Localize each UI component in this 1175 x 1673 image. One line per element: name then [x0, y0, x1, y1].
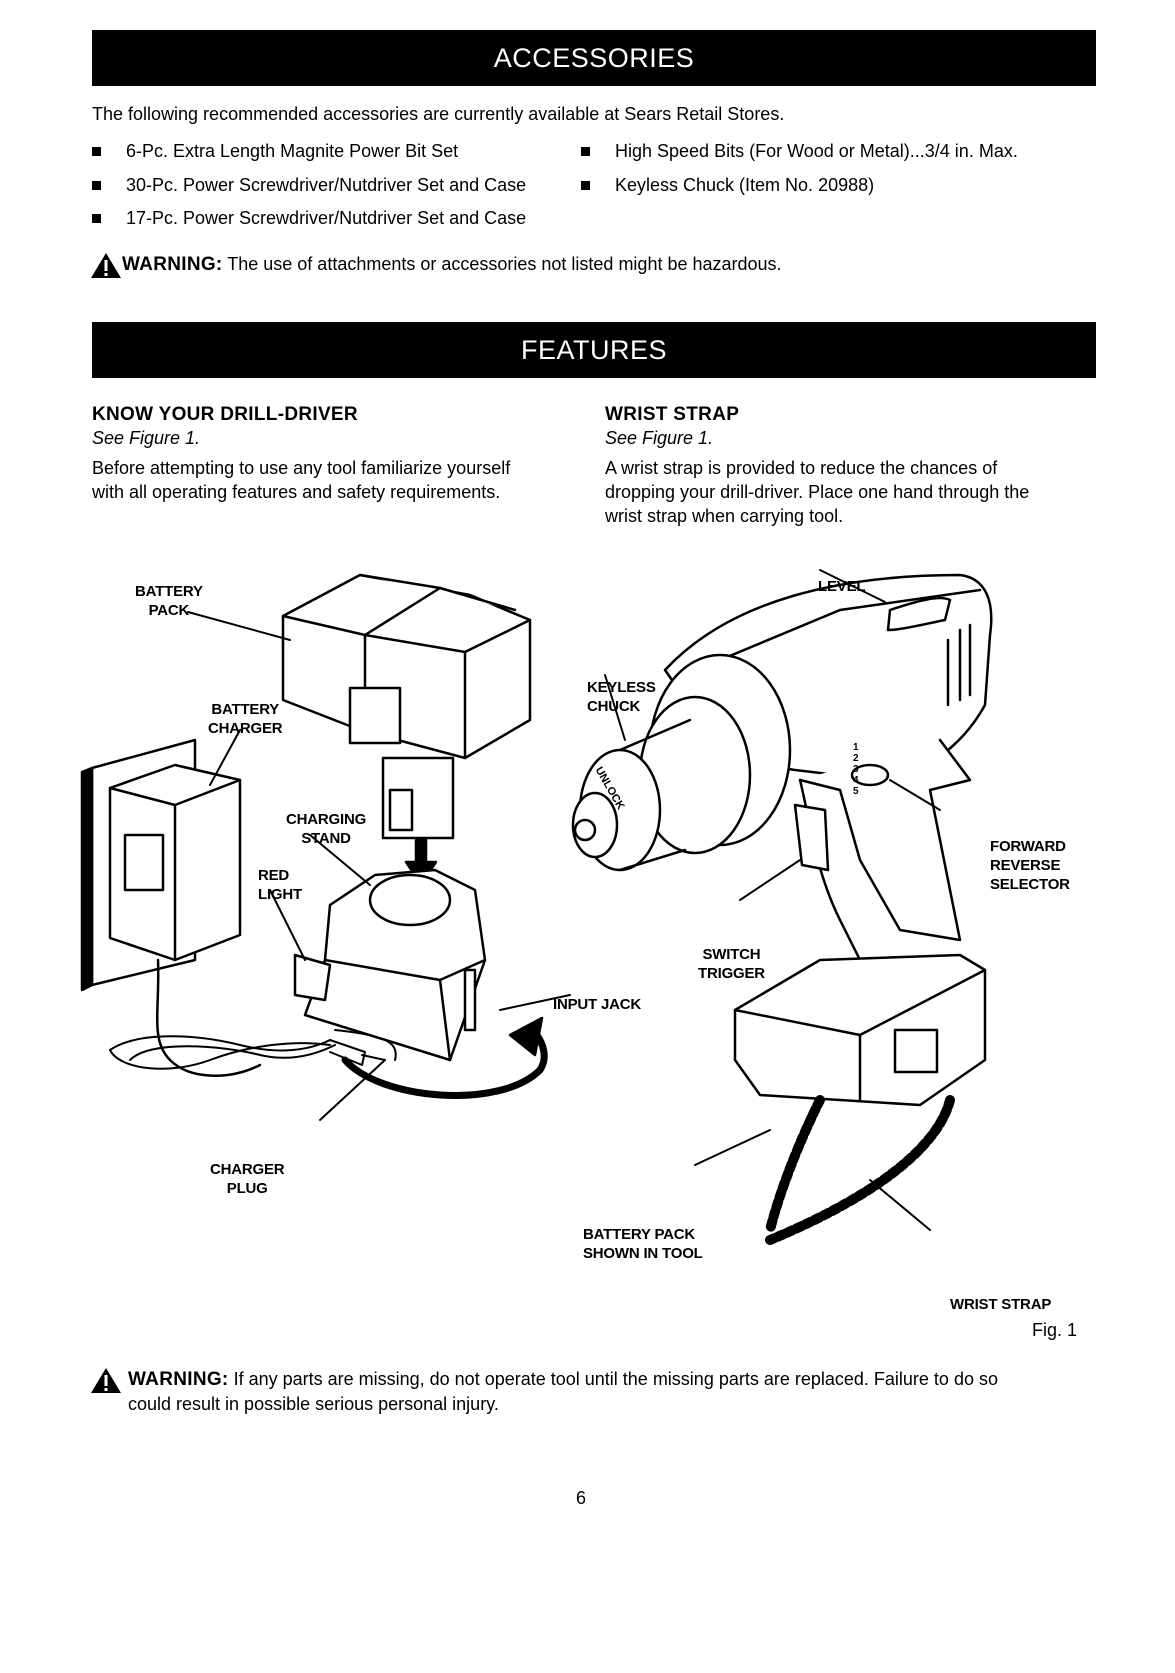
label-input-jack: INPUT JACK: [553, 996, 642, 1013]
label-charger-plug: CHARGER PLUG: [210, 1161, 285, 1197]
warning-label: WARNING:: [128, 1369, 229, 1390]
callout-leader-lines: [187, 569, 941, 1231]
know-drill-text-line: with all operating features and safety r…: [92, 482, 501, 502]
accessory-item: Keyless Chuck (Item No. 20988): [581, 175, 874, 196]
warning-text: The use of attachments or accessories no…: [227, 254, 782, 274]
know-drill-figure-ref: See Figure 1.: [92, 428, 201, 448]
charger-cord-illustration: [109, 1029, 397, 1070]
accessories-title: ACCESSORIES: [493, 42, 695, 73]
battery-pack-illustration: [281, 573, 532, 840]
label-red-light: RED LIGHT: [258, 867, 302, 903]
accessory-item: High Speed Bits (For Wood or Metal)...3/…: [581, 141, 1018, 162]
label-wrist-strap: WRIST STRAP: [950, 1296, 1052, 1313]
wrist-strap-text-line: A wrist strap is provided to reduce the …: [605, 458, 998, 478]
label-level: LEVEL: [818, 578, 866, 595]
warning-triangle-icon: [88, 1365, 128, 1395]
wrist-strap-heading: WRIST STRAP: [605, 404, 740, 425]
page-number: 6: [576, 1488, 587, 1508]
label-battery-pack-in-tool: BATTERY PACK SHOWN IN TOOL: [583, 1226, 703, 1262]
label-keyless-chuck: KEYLESS CHUCK: [587, 679, 656, 715]
figure-1: [80, 540, 1100, 1320]
rotation-arrow-icon: [341, 1016, 548, 1099]
figure-caption: Fig. 1: [1032, 1320, 1078, 1340]
warning-label: WARNING:: [122, 254, 223, 275]
bottom-warning-line: could result in possible serious persona…: [128, 1394, 499, 1414]
bullet-icon: [92, 147, 101, 156]
drill-illustration: [571, 573, 993, 1245]
warning-text: If any parts are missing, do not operate…: [233, 1369, 998, 1389]
wrist-strap-text-line: wrist strap when carrying tool.: [605, 506, 844, 526]
label-charging-stand: CHARGING STAND: [286, 811, 367, 847]
bottom-warning-line: WARNING: If any parts are missing, do no…: [128, 1367, 998, 1392]
charger-transformer-illustration: [108, 763, 262, 1077]
wrist-strap-text-line: dropping your drill-driver. Place one ha…: [605, 482, 1030, 502]
know-drill-text-line: Before attempting to use any tool famili…: [92, 458, 511, 478]
features-title: FEATURES: [520, 334, 667, 365]
bullet-icon: [581, 147, 590, 156]
accessory-item: 17-Pc. Power Screwdriver/Nutdriver Set a…: [92, 208, 526, 229]
accessories-intro: The following recommended accessories ar…: [92, 104, 785, 124]
label-battery-charger: BATTERY CHARGER: [208, 701, 283, 737]
warning-triangle-icon: [88, 250, 128, 280]
features-banner: FEATURES: [92, 322, 1096, 378]
accessories-banner: ACCESSORIES: [92, 30, 1096, 86]
bullet-icon: [92, 181, 101, 190]
label-battery-pack: BATTERY PACK: [135, 583, 203, 619]
charging-stand-illustration: [293, 868, 487, 1062]
label-switch-trigger: SWITCH TRIGGER: [698, 946, 765, 982]
accessory-item: 30-Pc. Power Screwdriver/Nutdriver Set a…: [92, 175, 526, 196]
accessory-item: 6-Pc. Extra Length Magnite Power Bit Set: [92, 141, 458, 162]
accessories-warning: WARNING: The use of attachments or acces…: [122, 252, 782, 277]
wrist-strap-figure-ref: See Figure 1.: [605, 428, 714, 448]
bullet-icon: [92, 214, 101, 223]
bullet-icon: [581, 181, 590, 190]
know-drill-heading: KNOW YOUR DRILL-DRIVER: [92, 404, 358, 425]
label-forward-reverse-selector: FORWARD REVERSE SELECTOR: [990, 838, 1070, 893]
clutch-number-scale: 1 2 3 4 5: [853, 742, 859, 797]
